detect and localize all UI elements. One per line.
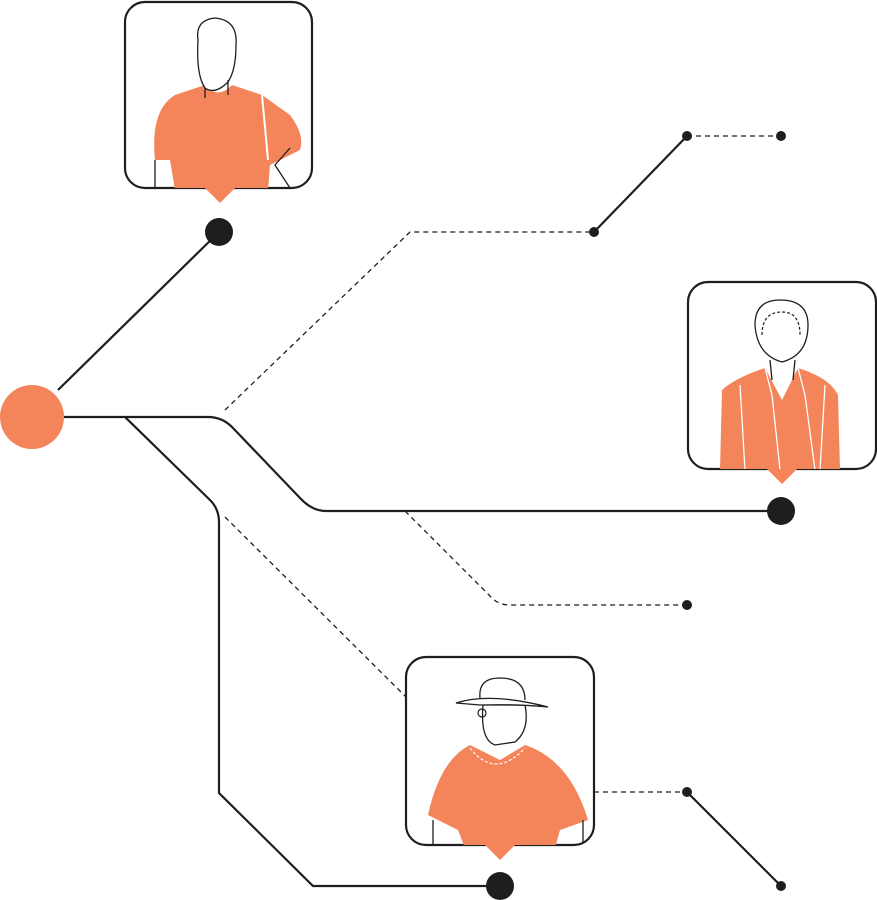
avatar-card-man[interactable] <box>123 0 314 203</box>
small-dot[interactable] <box>682 787 692 797</box>
avatar-card-woman[interactable] <box>686 280 877 484</box>
large-dot[interactable] <box>205 218 233 246</box>
small-dot[interactable] <box>776 881 786 891</box>
dashed-connectors <box>224 135 781 793</box>
dashed-branch-middle <box>404 510 687 606</box>
large-dot[interactable] <box>486 872 514 900</box>
connector-to-card-2 <box>64 415 781 513</box>
connector-to-card-3 <box>124 416 500 888</box>
small-dot[interactable] <box>776 131 786 141</box>
card-pointer <box>485 845 515 860</box>
hat-icon <box>455 677 549 708</box>
glasses-icon <box>477 708 487 718</box>
older-woman-head-icon <box>481 704 527 746</box>
branch-line-top <box>593 135 688 233</box>
solid-connectors <box>57 135 782 888</box>
small-dot[interactable] <box>589 227 599 237</box>
endpoint-dots <box>205 131 795 900</box>
small-dot[interactable] <box>682 131 692 141</box>
root-node[interactable] <box>0 385 64 449</box>
card-pointer <box>205 188 235 203</box>
connector-to-card-1 <box>57 231 220 391</box>
man-head-icon <box>196 17 237 98</box>
card-pointer <box>767 469 797 484</box>
dashed-branch-top <box>224 231 594 411</box>
avatar-card-older-woman[interactable] <box>404 655 596 860</box>
branch-line-bottom <box>686 791 782 887</box>
small-dot[interactable] <box>682 600 692 610</box>
dashed-branch-to-card-3 <box>224 516 407 698</box>
large-dot[interactable] <box>767 497 795 525</box>
woman-head-icon <box>754 299 809 381</box>
